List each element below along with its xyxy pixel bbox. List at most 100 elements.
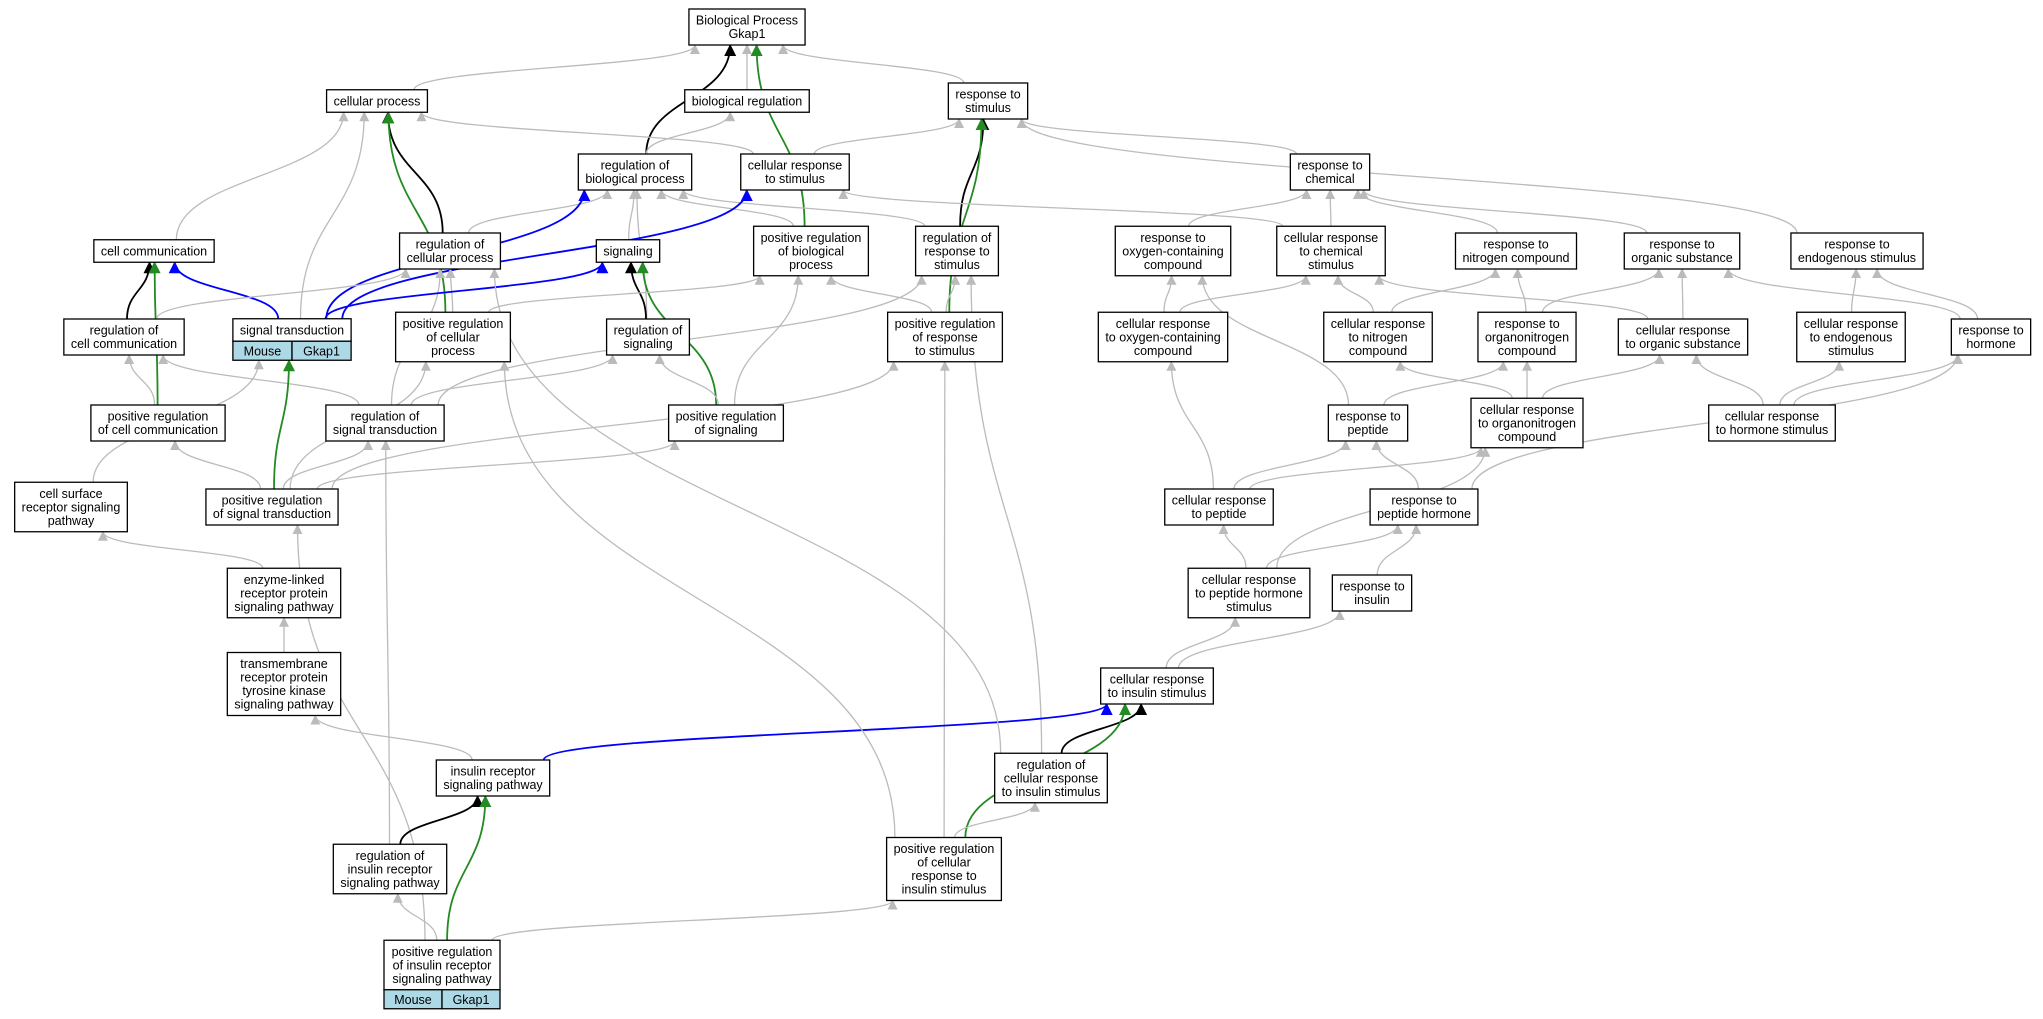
node-box (947, 82, 1029, 120)
node-box (684, 89, 810, 113)
node-label-line: regulation of (614, 324, 683, 338)
edge-is-a-crtp-to-crtoc (1249, 446, 1486, 490)
node-label-line: to oxygen-containing (1105, 330, 1220, 344)
go-term-node-br[interactable]: biological regulation (684, 89, 810, 113)
edge-is-a-rtocc-to-rtc (1188, 189, 1312, 227)
node-label-line: receptor signaling (22, 500, 121, 514)
annotation-species: Mouse (244, 344, 282, 358)
node-label-line: to stimulus (765, 172, 825, 186)
node-label-line: biological process (585, 172, 684, 186)
edge-is-a-prcp-to-prbp (488, 274, 765, 313)
node-label-line: response to (1483, 238, 1548, 252)
node-label-line: of insulin receptor (393, 958, 492, 972)
node-label-line: tyrosine kinase (242, 684, 325, 698)
node-box (605, 318, 691, 356)
node-box (1796, 311, 1906, 363)
node-label-line: cellular response (1804, 317, 1899, 331)
edge-is-a-sig-to-rbp (628, 189, 639, 240)
edge-is-a-crtoc-to-crtnc (1395, 360, 1513, 399)
node-label-line: biological regulation (692, 94, 803, 108)
node-label-line: insulin (1354, 593, 1389, 607)
node-label-line: of response (912, 330, 977, 344)
node-label-line: response to (924, 244, 989, 258)
node-label-line: response to (1824, 238, 1889, 252)
edge-is-a-rbp-to-br (645, 111, 736, 155)
edge-is-a-crtp-to-crtocc (1166, 360, 1215, 490)
node-label-line: positive regulation (894, 842, 995, 856)
node-label-line: response to (955, 88, 1020, 102)
edge-regulates-st-to-crts (341, 189, 753, 319)
edge-is-a-prrts-to-prbp (826, 274, 933, 313)
go-term-node-cp[interactable]: cellular process (325, 89, 429, 113)
edge-is-a-prcrtis-to-rcrtis (954, 801, 1040, 838)
node-box (14, 481, 128, 533)
edge-is-a-prst-to-prrts (331, 360, 899, 490)
node-label-line: endogenous stimulus (1798, 251, 1916, 265)
node-label-line: compound (1349, 344, 1407, 358)
node-label-line: to peptide (1192, 507, 1247, 521)
go-term-node-cc[interactable]: cell communication (93, 239, 215, 263)
edge-is-a-crtc-to-rtc (1325, 189, 1336, 227)
edge-is-a-prcp-to-rcp (445, 268, 456, 313)
edge-layer (92, 44, 1979, 941)
edge-is-a-rtos-to-rtc (1358, 189, 1648, 234)
node-box (1454, 232, 1578, 270)
node-label-line: response to (1649, 238, 1714, 252)
node-label-line: to organic substance (1625, 337, 1740, 351)
node-label-line: compound (1498, 344, 1556, 358)
node-label-line: transmembrane (240, 657, 328, 671)
edge-is-a-elrpsp-to-csrsp (98, 530, 264, 569)
node-label-line: cell surface (39, 487, 102, 501)
edge-part-of-rsig-to-sig (625, 261, 647, 320)
node-box (914, 225, 1000, 277)
go-term-node-sig[interactable]: signaling (595, 239, 661, 263)
node-box (1327, 404, 1409, 442)
node-label-line: cellular response (1636, 324, 1731, 338)
edge-is-a-crtocc-to-rtocc (1163, 274, 1177, 313)
